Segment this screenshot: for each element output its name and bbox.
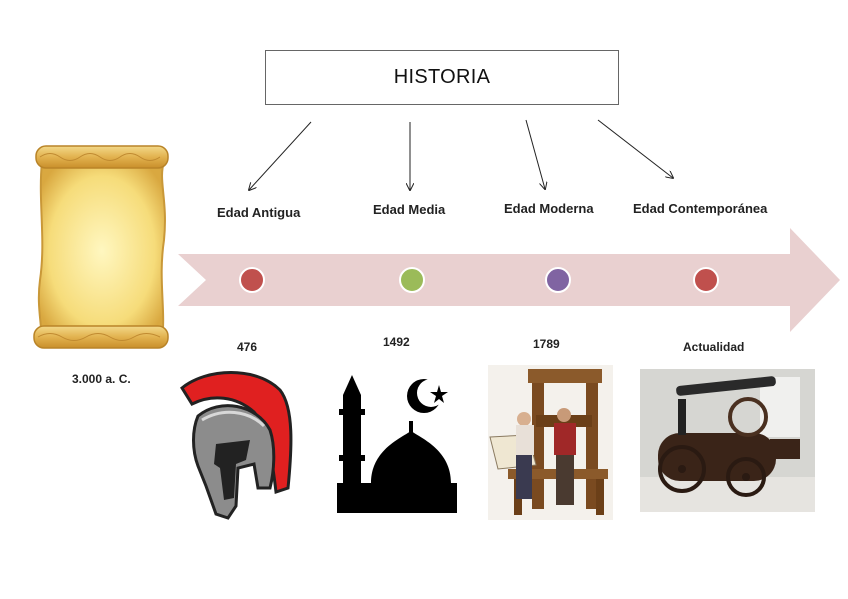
arrow-to-edad-moderna bbox=[526, 120, 545, 189]
printing-press-image bbox=[488, 365, 613, 520]
era-label-moderna: Edad Moderna bbox=[504, 201, 594, 216]
mosque-silhouette-image bbox=[335, 365, 460, 515]
year-label-1492: 1492 bbox=[383, 335, 410, 349]
arrow-to-edad-antigua bbox=[249, 122, 311, 190]
era-label-media: Edad Media bbox=[373, 202, 445, 217]
era-label-antigua: Edad Antigua bbox=[217, 205, 300, 220]
era-label-contemporanea: Edad Contemporánea bbox=[633, 201, 767, 216]
timeline-dot-contemporanea bbox=[694, 268, 718, 292]
spartan-helmet-image bbox=[176, 368, 294, 520]
timeline-dot-moderna bbox=[546, 268, 570, 292]
start-label: 3.000 a. C. bbox=[72, 372, 131, 386]
steam-engine-image bbox=[640, 369, 815, 512]
parchment-scroll-image bbox=[30, 140, 175, 352]
arrow-to-edad-contemporanea bbox=[598, 120, 673, 178]
timeline-dot-media bbox=[400, 268, 424, 292]
year-label-476: 476 bbox=[237, 340, 257, 354]
timeline-dot-antigua bbox=[240, 268, 264, 292]
year-label-1789: 1789 bbox=[533, 337, 560, 351]
timeline-arrow bbox=[178, 228, 844, 332]
year-label-actualidad: Actualidad bbox=[683, 340, 744, 354]
